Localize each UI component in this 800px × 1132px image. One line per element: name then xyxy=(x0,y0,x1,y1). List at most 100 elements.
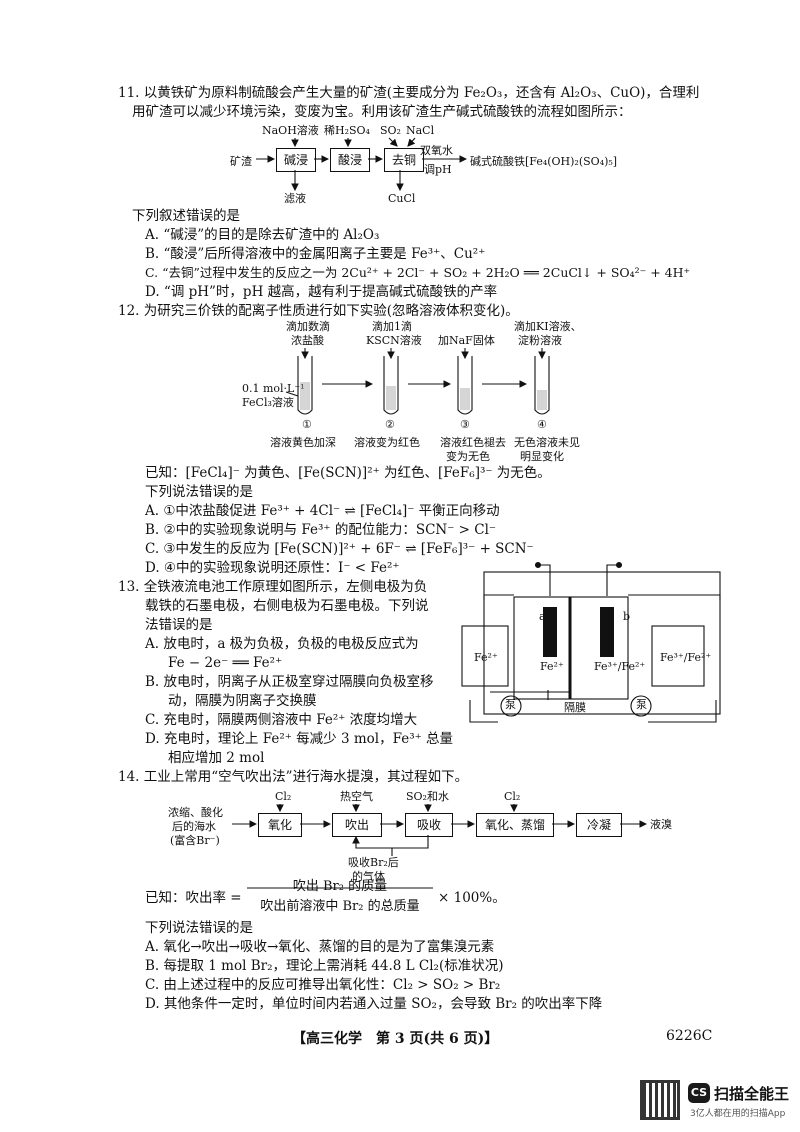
q12-observation3-line2: 变为无色 xyxy=(446,450,490,463)
q11-reagent-so2: SO₂ xyxy=(380,124,401,137)
q11-arrow-bottom-label: 调pH xyxy=(424,163,452,176)
q14-hot-air: 热空气 xyxy=(340,790,373,803)
q13-option-b-line2: 动，隔膜为阴离子交换膜 xyxy=(168,693,317,709)
q14-option-d: D. 其他条件一定时，单位时间内若通入过量 SO₂，会导致 Br₂ 的吹出率下降 xyxy=(145,996,603,1012)
q13-electrode-b-label: b xyxy=(623,610,631,623)
q14-so2-water: SO₂和水 xyxy=(406,790,449,803)
q14-gas-line1: 吸收Br₂后 xyxy=(348,856,399,869)
q12-observation3-line1: 溶液红色褪去 xyxy=(440,436,506,449)
q11-stem-line1: 11. 以黄铁矿为原料制硫酸会产生大量的矿渣(主要成分为 Fe₂O₃，还含有 A… xyxy=(118,85,700,101)
q14-box-condense: 冷凝 xyxy=(576,813,622,837)
q12-fecl3-label: FeCl₃溶液 xyxy=(242,396,294,409)
q12-tube1-number: ① xyxy=(302,418,312,431)
q11-product: 碱式硫酸铁[Fe₄(OH)₂(SO₄)₅] xyxy=(470,155,618,168)
q11-option-c: C. “去铜”过程中发生的反应之一为 2Cu²⁺ + 2Cl⁻ + SO₂ + … xyxy=(145,265,691,280)
q12-option-a: A. ①中浓盐酸促进 Fe³⁺ + 4Cl⁻ ⇌ [FeCl₄]⁻ 平衡正向移动 xyxy=(145,503,500,519)
q14-known-prefix: 已知：吹出率 = xyxy=(145,890,242,906)
q14-box-oxidize: 氧化 xyxy=(258,813,302,837)
brand-name: 扫描全能王 xyxy=(714,1085,790,1103)
q11-option-b: B. “酸浸”后所得溶液中的金属阳离子主要是 Fe³⁺、Cu²⁺ xyxy=(145,246,486,262)
q14-known-suffix: × 100%。 xyxy=(438,890,506,906)
q12-liquid-dots xyxy=(300,382,547,410)
q14-cl2-second: Cl₂ xyxy=(504,790,521,803)
q11-box-alkali: 碱浸 xyxy=(276,148,316,172)
q13-option-d-line2: 相应增加 2 mol xyxy=(168,750,265,766)
q13-stem-line1: 13. 全铁液流电池工作原理如图所示，左侧电极为负 xyxy=(118,579,428,595)
q14-question: 下列说法错误的是 xyxy=(145,920,253,936)
q12-add3: 加NaF固体 xyxy=(438,334,495,347)
q13-stem-line3: 法错误的是 xyxy=(145,617,213,633)
q14-option-a: A. 氧化→吹出→吸收→氧化、蒸馏的目的是为了富集溴元素 xyxy=(145,939,495,955)
q12-observation2: 溶液变为红色 xyxy=(354,436,420,449)
q12-add1-line1: 滴加数滴 xyxy=(286,320,330,333)
q11-start-label: 矿渣 xyxy=(230,155,252,168)
q12-question: 下列说法错误的是 xyxy=(145,484,253,500)
q12-stem: 12. 为研究三价铁的配离子性质进行如下实验(忽略溶液体积变化)。 xyxy=(118,303,519,319)
page-footer: 【高三化学 第 3 页(共 6 页)】 xyxy=(292,1031,499,1047)
q13-option-b-line1: B. 放电时，阴离子从正极室穿过隔膜向负极室移 xyxy=(145,674,434,690)
q11-waste-filtrate: 滤液 xyxy=(284,192,306,205)
q13-electrode-a-label: a xyxy=(539,610,546,623)
q14-gas-line2: 的气体 xyxy=(352,870,385,883)
q11-waste-cucl: CuCl xyxy=(388,192,416,205)
exam-code: 6226C xyxy=(666,1028,713,1044)
q13-option-a-line2: Fe − 2e⁻ ══ Fe²⁺ xyxy=(168,655,283,671)
q11-box-acid: 酸浸 xyxy=(330,148,370,172)
q13-pump-left-label: 泵 xyxy=(505,698,516,711)
q13-tank-right-label: Fe³⁺/Fe²⁺ xyxy=(660,651,712,664)
q13-option-c: C. 充电时，隔膜两侧溶液中 Fe²⁺ 浓度均增大 xyxy=(145,712,418,728)
q11-flow-arrows xyxy=(256,137,468,192)
q13-cell-left-label: Fe²⁺ xyxy=(540,660,564,673)
q12-observation4-line2: 明显变化 xyxy=(520,450,564,463)
q14-feed-line2: 后的海水 xyxy=(172,820,216,833)
q12-observation4-line1: 无色溶液未见 xyxy=(514,436,580,449)
q12-option-d: D. ④中的实验现象说明还原性：I⁻ < Fe²⁺ xyxy=(145,560,400,576)
q12-observation1: 溶液黄色加深 xyxy=(270,436,336,449)
q11-reagent-nacl: NaCl xyxy=(406,124,435,137)
q12-concentration: 0.1 mol·L⁻¹ xyxy=(242,382,305,395)
q13-option-a-line1: A. 放电时，a 极为负极，负极的电极反应式为 xyxy=(145,636,419,652)
q13-cell-right-label: Fe³⁺/Fe²⁺ xyxy=(594,660,646,673)
q11-question: 下列叙述错误的是 xyxy=(132,208,240,224)
q13-option-d-line1: D. 充电时，理论上 Fe²⁺ 每减少 3 mol，Fe³⁺ 总量 xyxy=(145,731,454,747)
q11-reagent-h2so4: 稀H₂SO₄ xyxy=(324,124,370,137)
brand-slogan: 3亿人都在用的扫描App xyxy=(690,1109,786,1119)
q12-known: 已知：[FeCl₄]⁻ 为黄色、[Fe(SCN)]²⁺ 为红色、[FeF₆]³⁻… xyxy=(145,465,551,481)
q12-add2-line1: 滴加1滴 xyxy=(372,320,412,333)
q12-tube3-number: ③ xyxy=(460,418,470,431)
q13-battery-diagram xyxy=(461,561,721,723)
q12-option-b: B. ②中的实验现象说明与 Fe³⁺ 的配位能力：SCN⁻ > Cl⁻ xyxy=(145,522,497,538)
brand-badge: CS xyxy=(688,1083,710,1103)
q12-add4-line1: 滴加KI溶液、 xyxy=(514,320,582,333)
q14-flow-arrows xyxy=(232,804,648,889)
q14-option-b: B. 每提取 1 mol Br₂，理论上需消耗 44.8 L Cl₂(标准状况) xyxy=(145,958,504,974)
q13-electrodes xyxy=(543,607,614,657)
q11-option-d: D. “调 pH”时，pH 越高，越有利于提高碱式硫酸铁的产率 xyxy=(145,284,498,300)
q14-stem: 14. 工业上常用“空气吹出法”进行海水提溴，其过程如下。 xyxy=(118,769,469,785)
q14-feed-line1: 浓缩、酸化 xyxy=(168,806,223,819)
q12-tube4-number: ④ xyxy=(537,418,547,431)
q12-add1-line2: 浓盐酸 xyxy=(291,334,324,347)
q14-box-absorb: 吸收 xyxy=(405,813,453,837)
qr-code xyxy=(640,1080,680,1120)
q14-feed-line3: (富含Br⁻) xyxy=(170,834,220,847)
q12-test-tubes xyxy=(285,348,550,415)
q12-add2-line2: KSCN溶液 xyxy=(366,334,422,347)
q13-membrane-label: 隔膜 xyxy=(564,701,586,714)
q13-pump-right-label: 泵 xyxy=(636,698,647,711)
q14-fraction-denominator: 吹出前溶液中 Br₂ 的总质量 xyxy=(260,899,420,914)
q12-option-c: C. ③中发生的反应为 [Fe(SCN)]²⁺ + 6F⁻ ⇌ [FeF₆]³⁻… xyxy=(145,541,534,557)
q11-arrow-top-label: 双氧水 xyxy=(420,144,453,157)
q12-add4-line2: 淀粉溶液 xyxy=(518,334,562,347)
q11-box-decopper: 去铜 xyxy=(384,148,424,172)
q14-cl2-first: Cl₂ xyxy=(275,790,292,803)
q13-stem-line2: 载铁的石墨电极，右侧电极为石墨电极。下列说 xyxy=(145,598,429,614)
q12-tube2-number: ② xyxy=(385,418,395,431)
q14-fraction-numerator: 吹出 Br₂ 的质量 xyxy=(292,879,388,894)
q14-option-c: C. 由上述过程中的反应可推导出氧化性：Cl₂ > SO₂ > Br₂ xyxy=(145,977,501,993)
q14-box-oxidize-distill: 氧化、蒸馏 xyxy=(476,813,554,837)
q11-stem-line2: 用矿渣可以减少环境污染，变废为宝。利用该矿渣生产碱式硫酸铁的流程如图所示： xyxy=(132,104,632,120)
q13-tank-left-label: Fe²⁺ xyxy=(474,651,498,664)
q11-option-a: A. “碱浸”的目的是除去矿渣中的 Al₂O₃ xyxy=(145,227,380,243)
